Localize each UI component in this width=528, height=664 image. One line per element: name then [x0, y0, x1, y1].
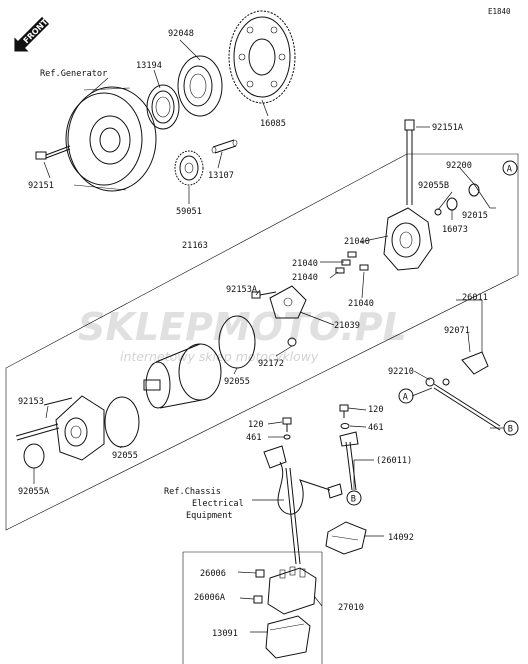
starter-front-cover [55, 395, 105, 461]
svg-text:A: A [403, 393, 409, 403]
fuse-26006 [255, 569, 265, 578]
part-label-92200: 92200 [446, 161, 472, 171]
part-label-92055-lower: 92055 [112, 451, 138, 461]
shaft-13107 [211, 139, 238, 154]
front-direction-arrow: FRONT [14, 16, 50, 52]
ref-chassis-line3: Equipment [186, 511, 233, 521]
marker-b-right: B [503, 420, 519, 436]
bolt-120-left [282, 417, 292, 432]
part-label-92153A: 92153A [226, 285, 258, 295]
part-label-26006: 26006 [200, 569, 226, 579]
part-label-92055A: 92055A [18, 487, 50, 497]
part-label-21040-b: 21040 [292, 259, 318, 269]
diagram-code: E1840 [488, 7, 511, 16]
part-label-92071: 92071 [444, 326, 470, 336]
svg-text:B: B [351, 495, 356, 505]
part-label-14092: 14092 [388, 533, 414, 543]
part-label-16073: 16073 [442, 225, 468, 235]
bolt-92153 [15, 397, 73, 441]
brushes-21040 [335, 251, 369, 274]
o-ring-92055-lower [104, 396, 140, 448]
part-label-13194: 13194 [136, 61, 162, 71]
part-label-120-right: 120 [368, 405, 384, 415]
group-outline-relay [183, 551, 323, 664]
marker-a-left: A [398, 388, 414, 404]
part-label-13107: 13107 [208, 171, 234, 181]
front-label: FRONT [22, 17, 50, 45]
flange-92048 [177, 55, 223, 117]
part-label-92151: 92151 [28, 181, 54, 191]
washer-461-right [340, 423, 350, 429]
part-label-26011: 26011 [462, 293, 488, 303]
part-label-21040-a: 21040 [344, 237, 370, 247]
part-label-92015: 92015 [462, 211, 488, 221]
part-label-21039: 21039 [334, 321, 360, 331]
part-label-13091: 13091 [212, 629, 238, 639]
ref-chassis-line1: Ref.Chassis [164, 487, 221, 497]
svg-text:B: B [508, 425, 513, 435]
ref-chassis-line2: Electrical [192, 499, 244, 509]
part-label-27010: 27010 [338, 603, 364, 613]
bolt-92151A [404, 119, 415, 205]
part-label-92210: 92210 [388, 367, 414, 377]
part-label-92172: 92172 [258, 359, 284, 369]
relay-wiring [263, 445, 343, 565]
starter-clutch-13194 [146, 84, 180, 130]
ground-cable [339, 431, 359, 491]
generator-rotor [65, 86, 157, 192]
idle-gear-59051 [174, 150, 204, 186]
leader-lines [33, 39, 504, 633]
watermark-brand: SKLEPMOTO.PL [78, 305, 407, 349]
part-label-92151A: 92151A [432, 123, 464, 133]
starter-gear-16085 [228, 10, 296, 104]
part-label-59051: 59051 [176, 207, 202, 217]
part-label-26011-ref: (26011) [376, 456, 412, 466]
screw-92153A [251, 291, 277, 299]
marker-b-lower: B [346, 490, 362, 506]
starter-motor-yoke [143, 343, 222, 409]
part-label-461-left: 461 [246, 433, 262, 443]
svg-text:A: A [507, 165, 513, 175]
part-label-21163: 21163 [182, 241, 208, 251]
starter-relay-27010 [267, 566, 317, 615]
marker-a-top: A [502, 160, 518, 176]
relay-cover-14092 [325, 521, 367, 555]
brush-holder-21039 [269, 285, 307, 319]
part-label-120-left: 120 [248, 420, 264, 430]
relay-boot-13091 [265, 615, 311, 659]
bolt-120-right [339, 404, 349, 418]
part-label-92055B: 92055B [418, 181, 449, 191]
part-label-21040-d: 21040 [348, 299, 374, 309]
group-outline-starter [5, 153, 519, 531]
part-label-16085: 16085 [260, 119, 286, 129]
part-label-26006A: 26006A [194, 593, 226, 603]
part-label-92153: 92153 [18, 397, 44, 407]
bolt-92151 [35, 145, 71, 160]
washer-461-left [283, 434, 291, 440]
part-label-461-right: 461 [368, 423, 384, 433]
ref-generator-label: Ref.Generator [40, 69, 107, 79]
part-label-21040-c: 21040 [292, 273, 318, 283]
starter-cable-26011 [425, 351, 501, 431]
part-label-92055-upper: 92055 [224, 377, 250, 387]
watermark-tagline: internetowy sklep motocyklowy [120, 349, 319, 364]
part-label-92048: 92048 [168, 29, 194, 39]
o-ring-92055A [23, 443, 45, 469]
fuse-26006A [253, 595, 263, 604]
